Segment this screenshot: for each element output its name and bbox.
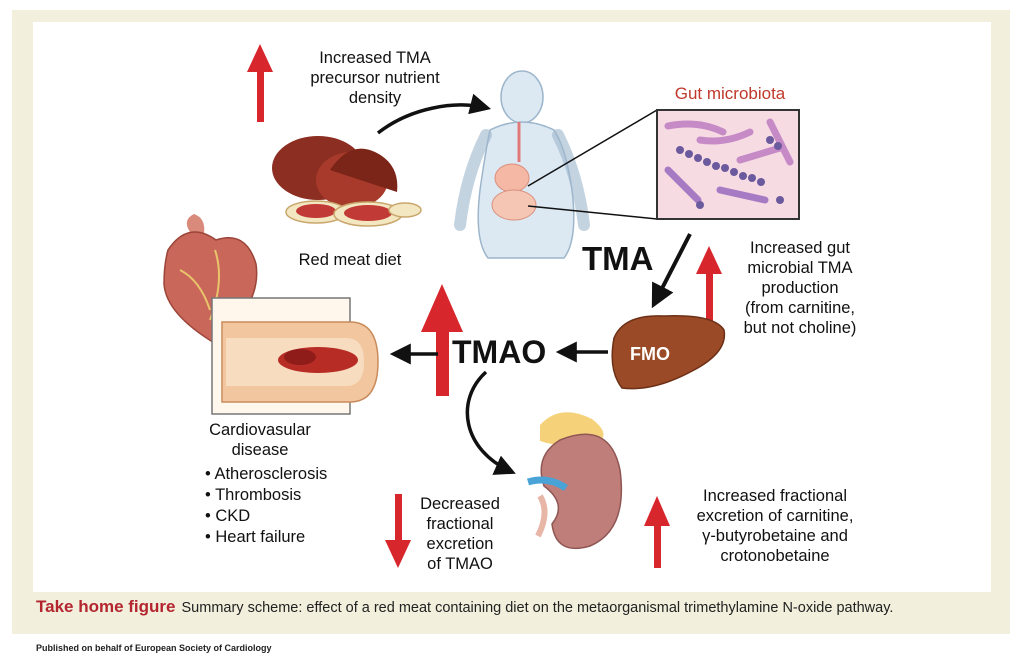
label-decreased-line: of TMAO <box>427 555 493 573</box>
label-microbial-line: but not choline) <box>743 319 857 337</box>
flow-arrow-meat-to-body <box>376 93 492 135</box>
label-increased-line: γ-butyrobetaine and <box>702 527 848 545</box>
human-body-illustration <box>454 70 590 259</box>
label-increased-line: crotonobetaine <box>720 547 830 565</box>
label-decreased-line: fractional <box>426 515 494 533</box>
label-tmao: TMAO <box>452 334 547 370</box>
cardiovascular-list: • Atherosclerosis • Thrombosis • CKD • H… <box>205 464 327 548</box>
list-item: • Atherosclerosis <box>205 465 328 483</box>
caption-lead: Take home figure <box>36 597 176 616</box>
flow-arrow-tmao-to-kidney <box>465 370 516 475</box>
increase-arrow-excretion <box>644 496 670 568</box>
label-precursor-line: precursor nutrient <box>310 69 440 87</box>
label-increased-line: excretion of carnitine, <box>696 507 854 525</box>
label-precursor-line: density <box>348 89 402 107</box>
label-precursor: Increased TMA precursor nutrient density <box>275 48 475 108</box>
label-gut-microbiota: Gut microbiota <box>674 84 786 103</box>
increase-arrow-tmao <box>421 284 463 396</box>
label-decreased-excretion: Decreased fractional excretion of TMAO <box>405 494 515 574</box>
label-increased-line: Increased fractional <box>703 487 847 505</box>
label-fmo: FMO <box>630 344 670 364</box>
label-cardiovascular-line: Cardiovasular <box>209 421 311 439</box>
label-microbial-line: production <box>761 279 839 297</box>
label-cardiovascular-title: Cardiovasular disease <box>195 420 325 460</box>
label-decreased-line: Decreased <box>420 495 500 513</box>
label-increased-excretion: Increased fractional excretion of carnit… <box>675 486 875 566</box>
artery-illustration <box>211 297 379 415</box>
red-meat-illustration <box>272 136 422 227</box>
kidney-illustration <box>526 412 623 550</box>
label-microbial-line: Increased gut <box>750 239 850 257</box>
label-cardiovascular-line: disease <box>231 441 289 459</box>
increase-arrow-microbial <box>696 246 722 326</box>
label-red-meat-diet: Red meat diet <box>298 251 402 269</box>
liver-illustration <box>611 315 726 390</box>
list-item: • Heart failure <box>205 528 306 546</box>
flow-arrow-tma-to-liver <box>651 233 692 309</box>
label-microbial-line: microbial TMA <box>747 259 853 277</box>
label-precursor-line: Increased TMA <box>319 49 431 67</box>
caption-text: Summary scheme: effect of a red meat con… <box>181 600 894 616</box>
label-microbial-line: (from carnitine, <box>744 299 856 317</box>
decrease-arrow-excretion <box>385 494 411 568</box>
publisher-footer: Published on behalf of European Society … <box>36 643 272 653</box>
increase-arrow-precursor <box>247 44 273 122</box>
bacteria-illustration <box>527 109 800 220</box>
list-item: • Thrombosis <box>205 486 302 504</box>
figure-caption: Take home figure Summary scheme: effect o… <box>36 597 996 617</box>
label-decreased-line: excretion <box>426 535 494 553</box>
label-tma: TMA <box>582 240 654 277</box>
list-item: • CKD <box>205 507 251 525</box>
label-microbial-production: Increased gut microbial TMA production (… <box>725 238 875 338</box>
